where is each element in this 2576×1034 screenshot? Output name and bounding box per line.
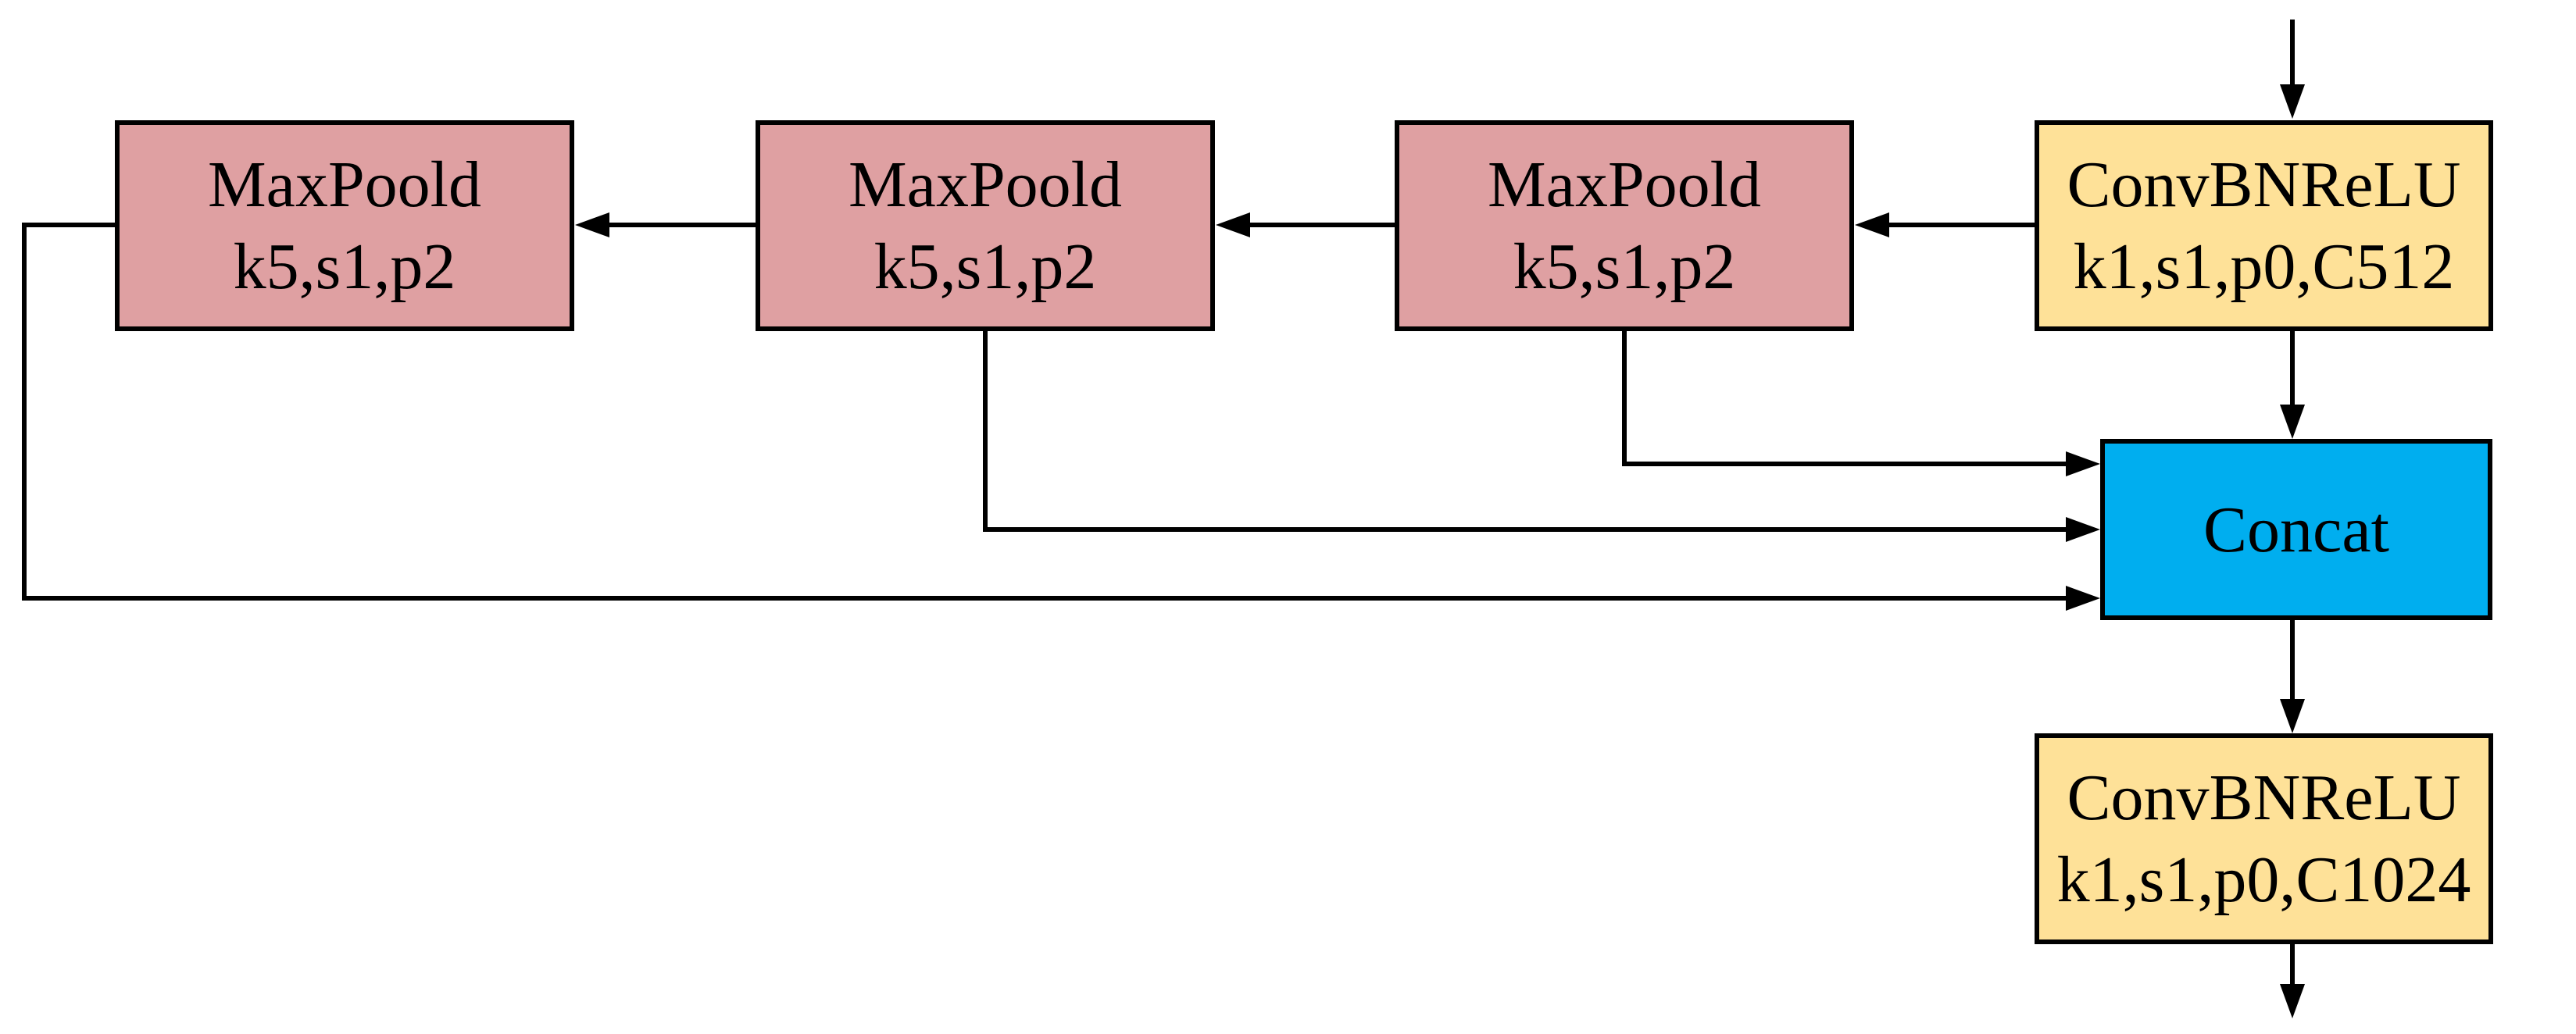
maxpool-block-1-name: MaxPoold	[207, 148, 482, 221]
arrow-maxpool-2-to-maxpool-1-head	[575, 212, 609, 237]
maxpool-block-3-params: k5,s1,p2	[1513, 230, 1736, 303]
maxpool-block-2: MaxPoold k5,s1,p2	[756, 120, 1215, 331]
maxpool-block-3-name: MaxPoold	[1487, 148, 1762, 221]
maxpool-block-2-params: k5,s1,p2	[874, 230, 1097, 303]
arrow-conv-to-concat-head	[2280, 405, 2305, 439]
arrow-conv-to-maxpool-3-head	[1855, 212, 1889, 237]
maxpool-block-1-params: k5,s1,p2	[233, 230, 456, 303]
arrow-maxpool-3-to-maxpool-2-head	[1216, 212, 1250, 237]
maxpool-block-3: MaxPoold k5,s1,p2	[1395, 120, 1854, 331]
conv-bn-relu-block-bottom: ConvBNReLU k1,s1,p0,C1024	[2035, 733, 2493, 944]
arrow-maxpool-3-to-concat	[1622, 331, 2067, 466]
conv-bn-relu-block-top: ConvBNReLU k1,s1,p0,C512	[2035, 120, 2493, 331]
arrow-maxpool-3-to-concat-head	[2066, 451, 2100, 476]
arrow-maxpool-2-to-concat-head	[2066, 517, 2100, 542]
conv-top-params: k1,s1,p0,C512	[2073, 230, 2455, 303]
maxpool-block-1: MaxPoold k5,s1,p2	[115, 120, 574, 331]
input-arrow-head	[2280, 84, 2305, 119]
concat-name: Concat	[2203, 493, 2389, 566]
concat-block: Concat	[2100, 439, 2492, 620]
conv-top-name: ConvBNReLU	[2067, 148, 2461, 221]
arrow-maxpool-1-to-concat-head	[2066, 586, 2100, 611]
maxpool-block-2-name: MaxPoold	[848, 148, 1123, 221]
conv-bottom-params: k1,s1,p0,C1024	[2056, 843, 2471, 916]
output-arrow-head	[2280, 984, 2305, 1018]
arrow-maxpool-2-to-concat	[983, 331, 2067, 532]
arrow-maxpool-1-to-concat	[22, 223, 2067, 601]
conv-bottom-name: ConvBNReLU	[2067, 761, 2461, 834]
arrow-concat-to-conv-bottom-head	[2280, 699, 2305, 733]
